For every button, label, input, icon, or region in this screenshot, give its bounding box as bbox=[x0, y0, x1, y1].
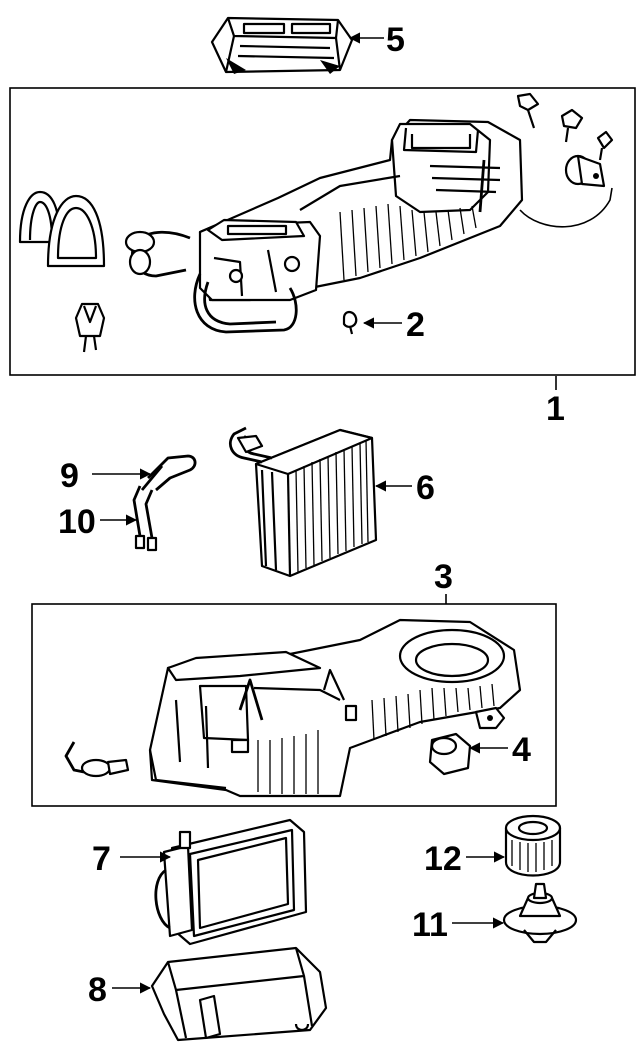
part-11-blower-motor bbox=[502, 882, 578, 944]
callout-11: 11 bbox=[412, 906, 448, 944]
part-1-clip-connector bbox=[74, 302, 106, 353]
callout-7: 7 bbox=[92, 840, 111, 878]
part-1-screws bbox=[516, 92, 614, 161]
part-9-tube bbox=[140, 454, 197, 492]
part-8-drain-tray bbox=[150, 946, 328, 1042]
callout-12: 12 bbox=[424, 840, 462, 878]
part-2-clip bbox=[342, 310, 358, 335]
part-1-hvac-housing bbox=[124, 118, 613, 334]
callout-4: 4 bbox=[512, 731, 531, 769]
part-1-seal-gaskets bbox=[18, 190, 106, 268]
part-3-unit-case bbox=[148, 618, 522, 798]
part-3-sensor-wire bbox=[64, 741, 130, 778]
part-1-actuator bbox=[564, 154, 606, 188]
part-10-tube bbox=[132, 485, 158, 552]
callout-3: 3 bbox=[434, 558, 453, 596]
assembly-1-frame bbox=[9, 87, 636, 376]
part-5-duct-outlet bbox=[210, 16, 354, 74]
callout-8: 8 bbox=[88, 971, 107, 1009]
callout-10: 10 bbox=[58, 503, 96, 541]
part-4-actuator bbox=[428, 732, 472, 776]
callout-1: 1 bbox=[546, 390, 565, 428]
part-3-connector bbox=[474, 706, 506, 730]
part-7-heater-core bbox=[154, 818, 308, 946]
part-6-evaporator-core bbox=[229, 426, 378, 578]
part-12-blower-fan bbox=[504, 814, 562, 877]
callout-6: 6 bbox=[416, 469, 435, 507]
callout-2: 2 bbox=[406, 306, 425, 344]
assembly-3-frame bbox=[31, 603, 557, 807]
callout-9: 9 bbox=[60, 457, 79, 495]
callout-5: 5 bbox=[386, 21, 405, 59]
